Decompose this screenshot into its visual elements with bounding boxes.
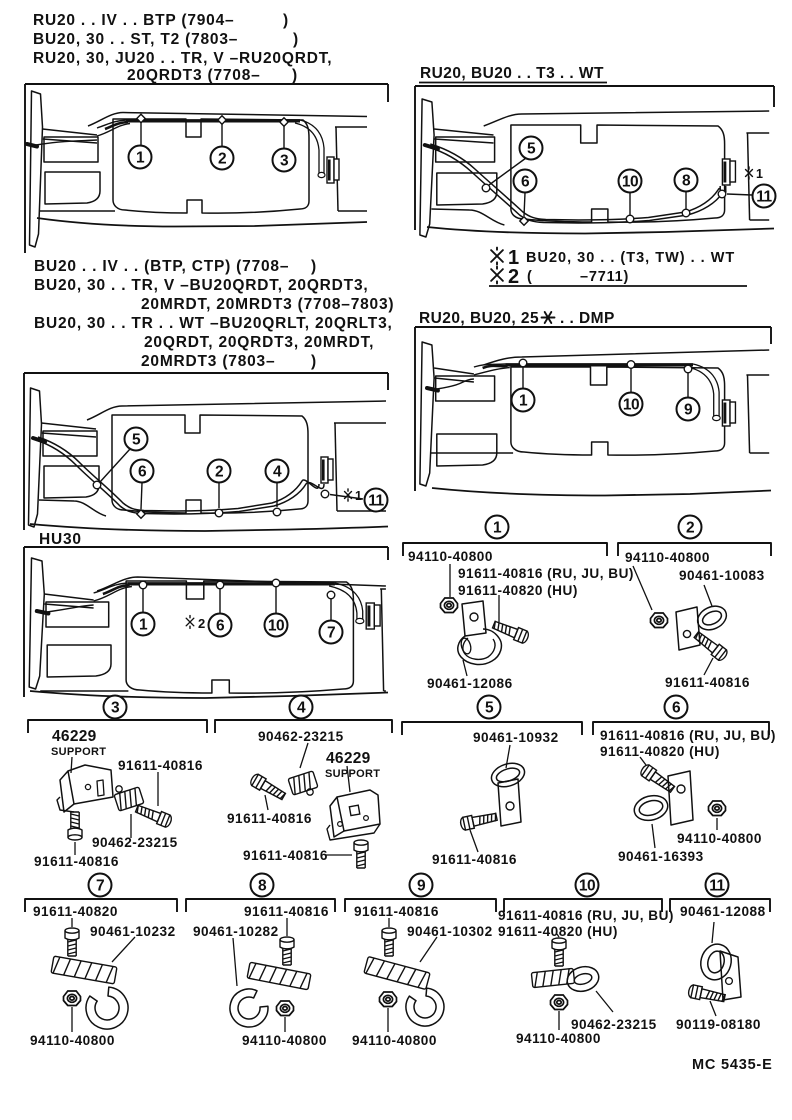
svg-text:2: 2: [215, 463, 223, 480]
svg-text:90461-10232: 90461-10232: [90, 924, 176, 939]
svg-text:(: (: [527, 269, 533, 285]
svg-text:): ): [311, 353, 317, 370]
svg-text:90461-10932: 90461-10932: [473, 730, 559, 745]
svg-text:91611-40816: 91611-40816: [354, 904, 439, 919]
svg-text:11: 11: [368, 492, 384, 509]
svg-text:5: 5: [527, 140, 536, 157]
svg-text:90461-10302: 90461-10302: [407, 924, 493, 939]
svg-text:10: 10: [579, 877, 595, 894]
svg-text:46229: 46229: [52, 728, 97, 745]
svg-text:91611-40816: 91611-40816: [665, 675, 750, 690]
svg-text:1: 1: [139, 616, 148, 633]
svg-text:91611-40816: 91611-40816: [227, 811, 312, 826]
svg-text:94110-40800: 94110-40800: [30, 1033, 115, 1048]
svg-text:HU30: HU30: [39, 531, 82, 548]
svg-text:1: 1: [355, 489, 362, 503]
svg-text:5: 5: [132, 431, 141, 448]
svg-text:20MRDT, 20MRDT3 (7708–7803): 20MRDT, 20MRDT3 (7708–7803): [141, 296, 394, 313]
svg-text:6: 6: [138, 463, 147, 480]
svg-text:91611-40816: 91611-40816: [243, 848, 328, 863]
svg-text:90462-23215: 90462-23215: [571, 1017, 657, 1032]
svg-text:MC 5435-E: MC 5435-E: [692, 1057, 773, 1073]
svg-text:4: 4: [273, 463, 282, 480]
svg-text:8: 8: [258, 877, 267, 894]
svg-text:RU20, 30, JU20 . . TR, V –RU20: RU20, 30, JU20 . . TR, V –RU20QRDT,: [33, 50, 332, 67]
svg-text:91611-40820 (HU): 91611-40820 (HU): [498, 924, 618, 939]
svg-text:): ): [293, 31, 299, 48]
svg-text:91611-40820 (HU): 91611-40820 (HU): [458, 583, 578, 598]
svg-text:8: 8: [682, 172, 691, 189]
svg-text:10: 10: [623, 396, 639, 413]
svg-text:94110-40800: 94110-40800: [516, 1031, 601, 1046]
svg-text:20QRDT3 (7708–: 20QRDT3 (7708–: [127, 67, 261, 84]
svg-text:1: 1: [519, 392, 528, 409]
svg-text:BU20 . . IV . . (BTP, CTP) (77: BU20 . . IV . . (BTP, CTP) (7708–: [34, 258, 289, 275]
svg-text:2: 2: [686, 519, 694, 536]
svg-text:91611-40820: 91611-40820: [33, 904, 118, 919]
svg-text:4: 4: [297, 699, 306, 716]
svg-text:91611-40816: 91611-40816: [432, 852, 517, 867]
svg-text:94110-40800: 94110-40800: [408, 549, 493, 564]
svg-text:1: 1: [756, 167, 763, 181]
svg-text:3: 3: [280, 152, 289, 169]
svg-text:): ): [292, 67, 298, 84]
svg-text:90461-12086: 90461-12086: [427, 676, 513, 691]
svg-text:1: 1: [508, 247, 519, 269]
svg-text:11: 11: [756, 188, 772, 205]
svg-text:94110-40800: 94110-40800: [242, 1033, 327, 1048]
svg-text:BU20, 30 . . ST, T2 (7803–: BU20, 30 . . ST, T2 (7803–: [33, 31, 238, 48]
svg-text:90461-10083: 90461-10083: [679, 568, 765, 583]
svg-text:11: 11: [709, 877, 725, 894]
svg-text:5: 5: [485, 699, 494, 716]
svg-text:): ): [283, 12, 289, 29]
svg-text:6: 6: [672, 699, 681, 716]
svg-text:91611-40816: 91611-40816: [244, 904, 329, 919]
svg-text:7: 7: [327, 624, 335, 641]
svg-text:BU20, 30 . . (T3, TW) . . WT: BU20, 30 . . (T3, TW) . . WT: [526, 250, 735, 266]
svg-text:9: 9: [684, 401, 693, 418]
svg-text:10: 10: [268, 617, 284, 634]
svg-text:BU20, 30 . . TR, V –BU20QRDT,: BU20, 30 . . TR, V –BU20QRDT, 20QRDT3,: [34, 277, 368, 294]
svg-text:90119-08180: 90119-08180: [676, 1017, 761, 1032]
svg-text:–7711): –7711): [580, 269, 629, 285]
svg-text:RU20 . . IV . . BTP (7904–: RU20 . . IV . . BTP (7904–: [33, 12, 234, 29]
svg-text:RU20, BU20 . . T3 . . WT: RU20, BU20 . . T3 . . WT: [420, 65, 604, 82]
svg-text:90462-23215: 90462-23215: [258, 729, 344, 744]
svg-text:91611-40816 (RU, JU, BU): 91611-40816 (RU, JU, BU): [600, 728, 776, 743]
svg-text:SUPPORT: SUPPORT: [51, 746, 106, 758]
svg-text:1: 1: [136, 149, 145, 166]
svg-text:91611-40816: 91611-40816: [118, 758, 203, 773]
svg-text:9: 9: [417, 877, 426, 894]
svg-text:): ): [311, 258, 317, 275]
svg-text:94110-40800: 94110-40800: [625, 550, 710, 565]
svg-text:20QRDT, 20QRDT3, 20MRDT,: 20QRDT, 20QRDT3, 20MRDT,: [144, 334, 374, 351]
svg-text:2: 2: [508, 266, 519, 288]
svg-text:91611-40820 (HU): 91611-40820 (HU): [600, 744, 720, 759]
svg-text:90461-10282: 90461-10282: [193, 924, 279, 939]
svg-text:7: 7: [96, 877, 104, 894]
svg-text:91611-40816: 91611-40816: [34, 854, 119, 869]
svg-text:90462-23215: 90462-23215: [92, 835, 178, 850]
svg-text:91611-40816 (RU, JU, BU): 91611-40816 (RU, JU, BU): [458, 566, 634, 581]
svg-text:. . DMP: . . DMP: [560, 310, 615, 327]
svg-text:6: 6: [521, 173, 530, 190]
svg-text:94110-40800: 94110-40800: [677, 831, 762, 846]
svg-text:20MRDT3 (7803–: 20MRDT3 (7803–: [141, 353, 275, 370]
svg-text:2: 2: [198, 616, 205, 631]
svg-text:90461-12088: 90461-12088: [680, 904, 766, 919]
svg-text:1: 1: [493, 519, 502, 536]
svg-text:94110-40800: 94110-40800: [352, 1033, 437, 1048]
svg-text:91611-40816 (RU, JU, BU): 91611-40816 (RU, JU, BU): [498, 908, 674, 923]
svg-text:46229: 46229: [326, 750, 371, 767]
svg-text:SUPPORT: SUPPORT: [325, 768, 380, 780]
svg-text:90461-16393: 90461-16393: [618, 849, 704, 864]
svg-text:RU20, BU20, 25: RU20, BU20, 25: [419, 310, 539, 327]
svg-text:3: 3: [111, 699, 120, 716]
svg-text:10: 10: [622, 173, 638, 190]
svg-text:2: 2: [218, 150, 226, 167]
svg-text:BU20, 30 . . TR . . WT –BU20QR: BU20, 30 . . TR . . WT –BU20QRLT, 20QRLT…: [34, 315, 393, 332]
svg-text:6: 6: [216, 617, 225, 634]
